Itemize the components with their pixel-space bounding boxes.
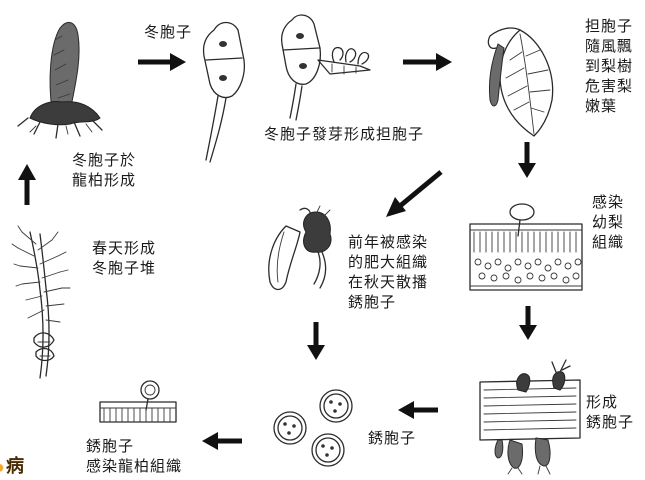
- arrow-left-2-icon: [202, 432, 242, 450]
- juniper-branch-icon: [12, 226, 70, 378]
- arrow-right-1-icon: [138, 53, 186, 71]
- two-celled-teliospore-icon: [203, 23, 244, 163]
- juniper-infected-tissue-icon: [100, 381, 176, 422]
- label-basidiospore-wind: 担胞子 隨風飄 到梨樹 危害梨 嫩葉: [585, 16, 633, 116]
- arrow-right-2-icon: [403, 53, 452, 71]
- infected-pear-leaf-icon: [488, 28, 552, 136]
- label-teliospore-on-juniper: 冬胞子於 龍柏形成: [72, 150, 136, 190]
- germinating-teliospore-icon: [282, 15, 370, 120]
- label-teliospore-germination: 冬胞子發芽形成担胞子: [264, 124, 424, 144]
- arrow-up-icon: [18, 164, 36, 205]
- label-infect-young-pear: 感染 幼梨 組織: [592, 192, 624, 252]
- arrow-down-3-icon: [307, 322, 325, 360]
- swollen-gall-icon: [269, 206, 331, 290]
- aeciospores-icon: [274, 390, 352, 466]
- aecia-section-icon: [480, 360, 580, 474]
- arrow-down-1-icon: [518, 142, 536, 178]
- label-teliospore: 冬胞子: [144, 22, 192, 42]
- arrow-left-1-icon: [398, 401, 438, 419]
- label-autumn-disperse: 前年被感染 的肥大組織 在秋天散播 銹胞子: [348, 232, 428, 312]
- label-spring-teliospore-mass: 春天形成 冬胞子堆: [92, 238, 156, 278]
- label-aeciospore: 銹胞子: [368, 428, 416, 448]
- label-aeciospore-infect-juniper: 銹胞子 感染龍柏組織: [86, 436, 182, 476]
- arrow-diagonal-icon: [386, 172, 441, 217]
- teliospore-horn-icon: [18, 22, 102, 138]
- label-form-aeciospore: 形成 銹胞子: [586, 392, 634, 432]
- arrow-down-2-icon: [519, 306, 537, 340]
- pear-leaf-section-icon: [470, 204, 582, 290]
